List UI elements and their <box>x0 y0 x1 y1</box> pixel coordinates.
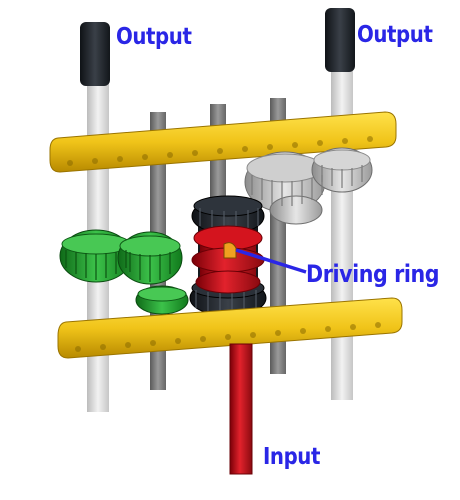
driving-ring-pointer <box>235 248 307 274</box>
red-driving-ring <box>191 225 265 294</box>
driving-ring-label: Driving ring <box>306 260 440 288</box>
right-output-cap <box>325 8 355 72</box>
lower-frame-beam <box>57 297 403 359</box>
green-gear-cluster <box>59 229 189 315</box>
gray-gear-cluster <box>244 147 373 225</box>
right-output-shaft <box>325 8 355 400</box>
left-output-cap <box>80 22 110 86</box>
input-shaft <box>229 343 253 475</box>
input-label: Input <box>263 444 320 470</box>
upper-frame-beam <box>49 111 397 173</box>
output-label-left: Output <box>116 24 192 50</box>
output-label-right: Output <box>357 22 433 48</box>
